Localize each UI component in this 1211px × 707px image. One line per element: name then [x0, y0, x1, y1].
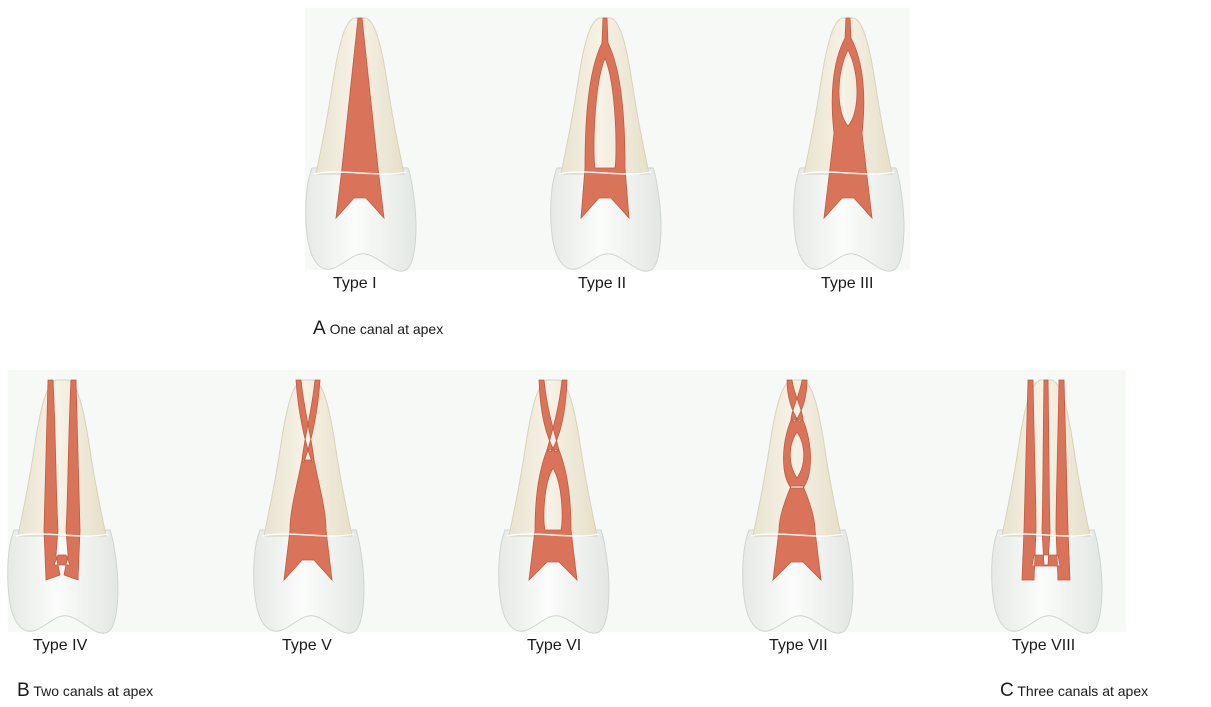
- type-vii-label: Type VII: [769, 637, 828, 655]
- group-c-text: Three canals at apex: [1017, 683, 1148, 699]
- type-iii-label: Type III: [821, 275, 873, 293]
- type-vi-label: Type VI: [527, 637, 581, 655]
- group-b-letter: B: [17, 680, 30, 701]
- group-a-caption: A One canal at apex: [313, 318, 443, 340]
- type-ii-label: Type II: [578, 275, 626, 293]
- root-canal-shape: [1022, 380, 1070, 580]
- group-c-caption: C Three canals at apex: [1000, 680, 1148, 702]
- group-b-caption: B Two canals at apex: [17, 680, 153, 702]
- type-i-label: Type I: [333, 275, 377, 293]
- group-a-letter: A: [313, 318, 326, 339]
- type-v-label: Type V: [282, 637, 332, 655]
- type-iv-label: Type IV: [33, 637, 87, 655]
- group-a-text: One canal at apex: [330, 321, 444, 337]
- group-c-letter: C: [1000, 680, 1014, 701]
- type-viii-label: Type VIII: [1012, 637, 1075, 655]
- group-b-text: Two canals at apex: [33, 683, 153, 699]
